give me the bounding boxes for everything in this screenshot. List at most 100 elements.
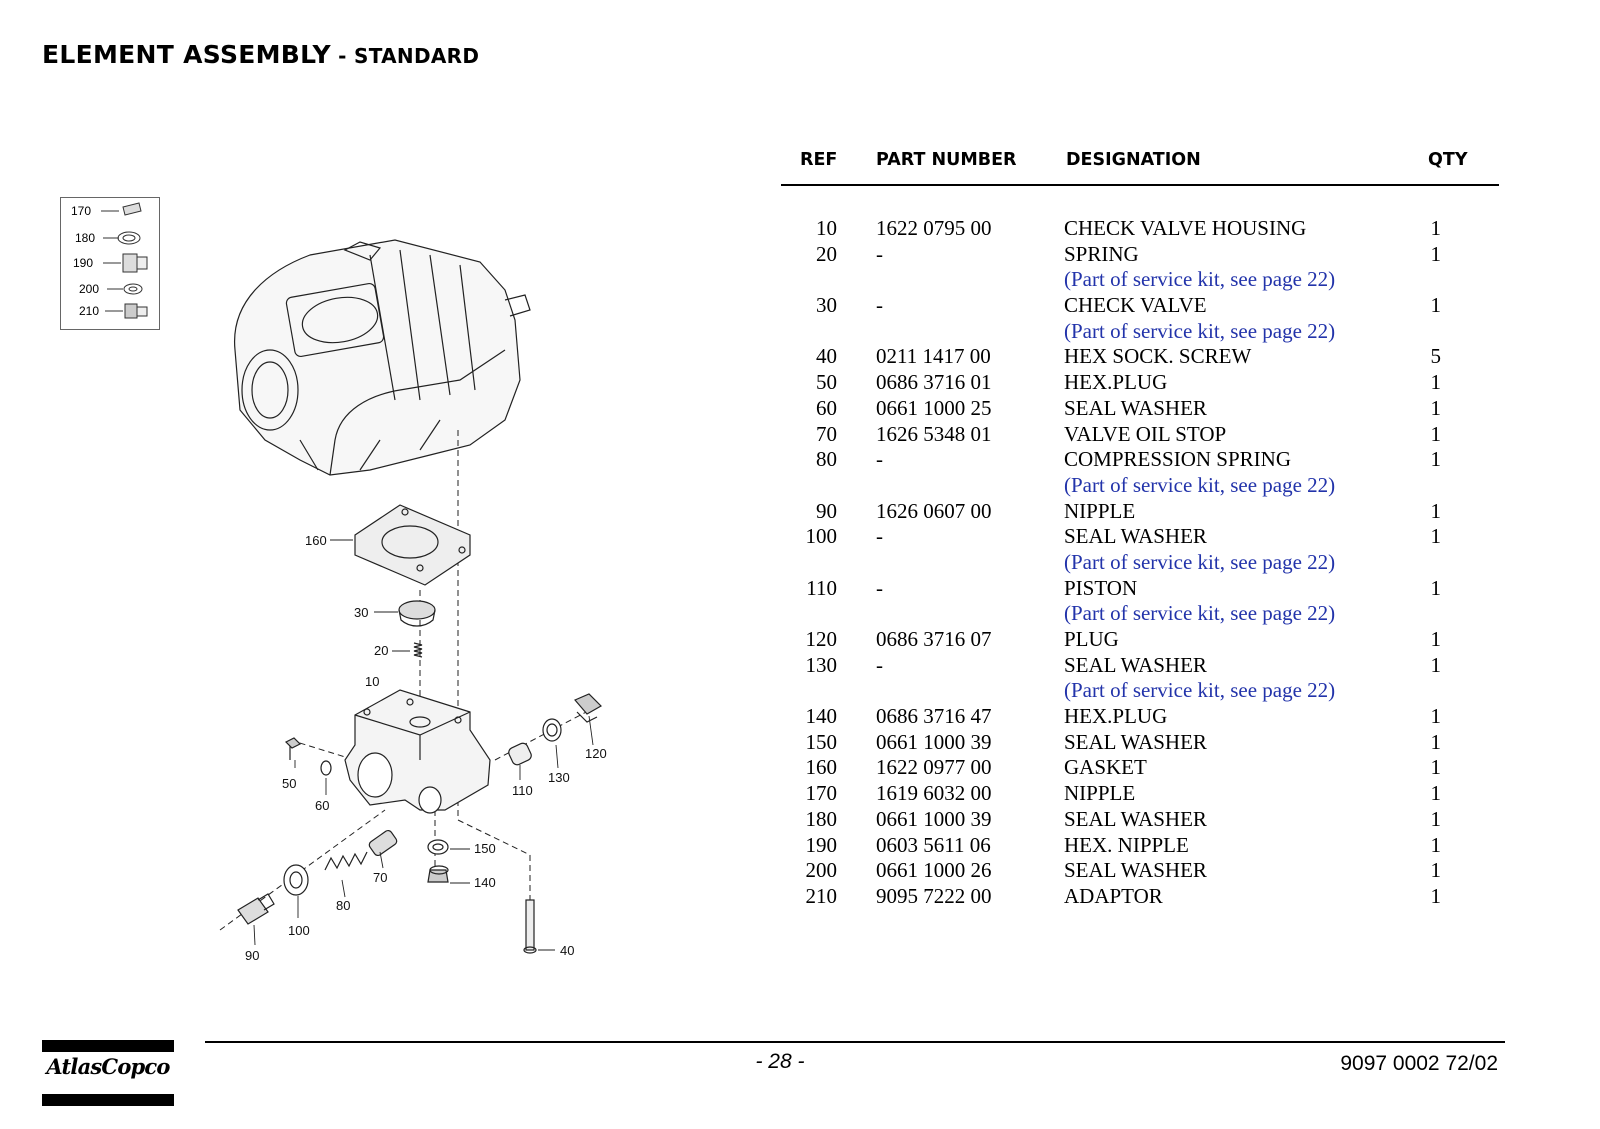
cell-ref: 10 <box>816 216 837 240</box>
cell-part-number: 1622 0977 00 <box>876 755 992 780</box>
label-160: 160 <box>305 533 327 548</box>
leader-lines <box>253 539 594 951</box>
cell-part-number: 1626 5348 01 <box>876 421 992 446</box>
cell-ref: 80 <box>816 447 837 472</box>
seal-washer-150 <box>427 839 449 855</box>
cell-ref: 200 <box>805 858 838 883</box>
cell-part-number: 0686 3716 07 <box>876 627 992 651</box>
label-120: 120 <box>585 746 607 761</box>
cell-part-number: - <box>876 447 883 472</box>
col-header-designation: DESIGNATION <box>1066 150 1201 170</box>
cell-designation: SEAL WASHER <box>1064 652 1207 677</box>
spring-20 <box>413 642 423 658</box>
table-note-row: (Part of service kit, see page 22) <box>781 550 1501 576</box>
cell-qty: 1 <box>1430 652 1442 677</box>
logo-bar-bottom <box>42 1094 174 1106</box>
cell-qty: 1 <box>1430 216 1442 240</box>
label-40: 40 <box>560 943 574 958</box>
cell-designation: CHECK VALVE HOUSING <box>1064 216 1307 240</box>
cell-ref: 150 <box>805 729 838 754</box>
nipple-90 <box>237 893 275 925</box>
header-rule <box>781 184 1499 186</box>
cell-designation: SPRING <box>1064 241 1139 266</box>
label-60: 60 <box>315 798 329 813</box>
cell-ref: 100 <box>805 524 838 549</box>
cell-qty: 1 <box>1430 858 1442 883</box>
cell-qty: 1 <box>1430 883 1442 908</box>
label-30: 30 <box>354 605 368 620</box>
plug-120 <box>574 693 602 723</box>
inset-label-200: 200 <box>79 282 99 296</box>
cell-ref: 210 <box>805 883 838 908</box>
inset-parts-box: 170 180 190 200 210 <box>60 197 160 330</box>
exploded-view-diagram: 160 30 20 10 50 60 110 130 120 150 140 7… <box>219 239 607 963</box>
seal-washer-60 <box>320 760 332 776</box>
cell-designation: SEAL WASHER <box>1064 729 1207 754</box>
cell-qty: 1 <box>1430 781 1442 806</box>
page-number: - 28 - <box>755 1050 805 1073</box>
cell-part-number: 0686 3716 47 <box>876 704 992 729</box>
title-sub: - STANDARD <box>330 44 480 68</box>
cell-designation: HEX.PLUG <box>1064 370 1168 395</box>
cell-designation: SEAL WASHER <box>1064 395 1207 420</box>
document-number: 9097 0002 72/02 <box>1340 1052 1498 1075</box>
service-kit-note: (Part of service kit, see page 22) <box>1064 678 1336 703</box>
hex-plug-50 <box>284 737 302 760</box>
footer-rule <box>205 1041 1505 1043</box>
cell-qty: 1 <box>1430 729 1442 754</box>
label-20: 20 <box>374 643 388 658</box>
cell-part-number: 0661 1000 39 <box>876 729 992 754</box>
inset-label-170: 170 <box>71 204 91 218</box>
cell-ref: 140 <box>805 704 838 729</box>
label-70: 70 <box>373 870 387 885</box>
cell-qty: 1 <box>1430 524 1442 549</box>
label-10: 10 <box>365 674 379 689</box>
service-kit-note: (Part of service kit, see page 22) <box>1064 318 1336 343</box>
cell-qty: 1 <box>1430 395 1442 420</box>
table-note-row: (Part of service kit, see page 22) <box>781 678 1501 704</box>
check-valve-housing-10 <box>344 689 491 814</box>
cell-ref: 60 <box>816 395 837 420</box>
logo-wordmark: AtlasCopco <box>46 1054 170 1079</box>
hex-plug-140 <box>427 865 449 883</box>
service-kit-note: (Part of service kit, see page 22) <box>1064 267 1336 292</box>
cell-designation: PLUG <box>1064 627 1119 651</box>
cell-ref: 130 <box>805 652 838 677</box>
inset-label-210: 210 <box>79 304 99 318</box>
col-header-qty: QTY <box>1428 150 1468 170</box>
cell-qty: 1 <box>1430 755 1442 780</box>
cell-ref: 190 <box>805 832 838 857</box>
label-90: 90 <box>245 948 259 963</box>
label-140: 140 <box>474 875 496 890</box>
table-note-row: (Part of service kit, see page 22) <box>781 473 1501 499</box>
label-100: 100 <box>288 923 310 938</box>
table-note-row: (Part of service kit, see page 22) <box>781 319 1501 345</box>
cell-designation: HEX SOCK. SCREW <box>1064 344 1252 369</box>
cell-part-number: - <box>876 293 883 318</box>
cell-qty: 1 <box>1430 832 1442 857</box>
cell-qty: 1 <box>1430 370 1442 395</box>
cell-qty: 1 <box>1430 447 1442 472</box>
gasket-160 <box>354 504 471 586</box>
cell-designation: VALVE OIL STOP <box>1064 421 1227 446</box>
atlas-copco-logo: AtlasCopco <box>42 1040 174 1106</box>
cell-qty: 1 <box>1430 806 1442 831</box>
cell-part-number: 0686 3716 01 <box>876 370 992 395</box>
cell-qty: 1 <box>1430 704 1442 729</box>
cell-part-number: - <box>876 241 883 266</box>
cell-ref: 160 <box>805 755 838 780</box>
cell-qty: 1 <box>1430 421 1442 446</box>
label-110: 110 <box>512 783 533 798</box>
